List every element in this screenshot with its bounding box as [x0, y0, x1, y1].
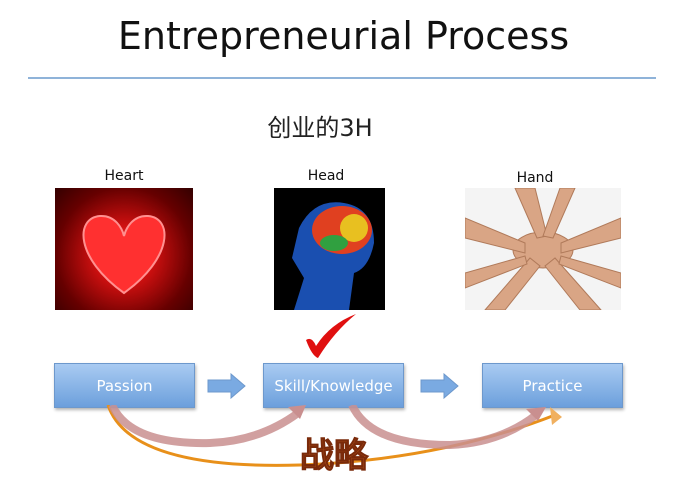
process-box-skill-knowledge: Skill/Knowledge: [263, 363, 404, 408]
brain-image: [274, 188, 385, 310]
hands-image: [464, 187, 622, 311]
checkmark-icon: [306, 314, 356, 358]
strategy-curved-arrows: [106, 405, 562, 467]
slide-subtitle: 创业的3H: [267, 114, 373, 142]
process-box-practice: Practice: [482, 363, 623, 408]
head-label: Head: [307, 168, 345, 184]
arrow-right-icon: [207, 373, 246, 399]
title-divider: [28, 77, 656, 79]
slide-title: Entrepreneurial Process: [117, 14, 570, 58]
strategy-label: 战略: [300, 436, 369, 477]
arrow-right-icon: [420, 373, 459, 399]
hand-label: Hand: [516, 170, 554, 186]
process-box-passion: Passion: [54, 363, 195, 408]
heart-image: [55, 188, 193, 310]
heart-label: Heart: [104, 168, 144, 184]
